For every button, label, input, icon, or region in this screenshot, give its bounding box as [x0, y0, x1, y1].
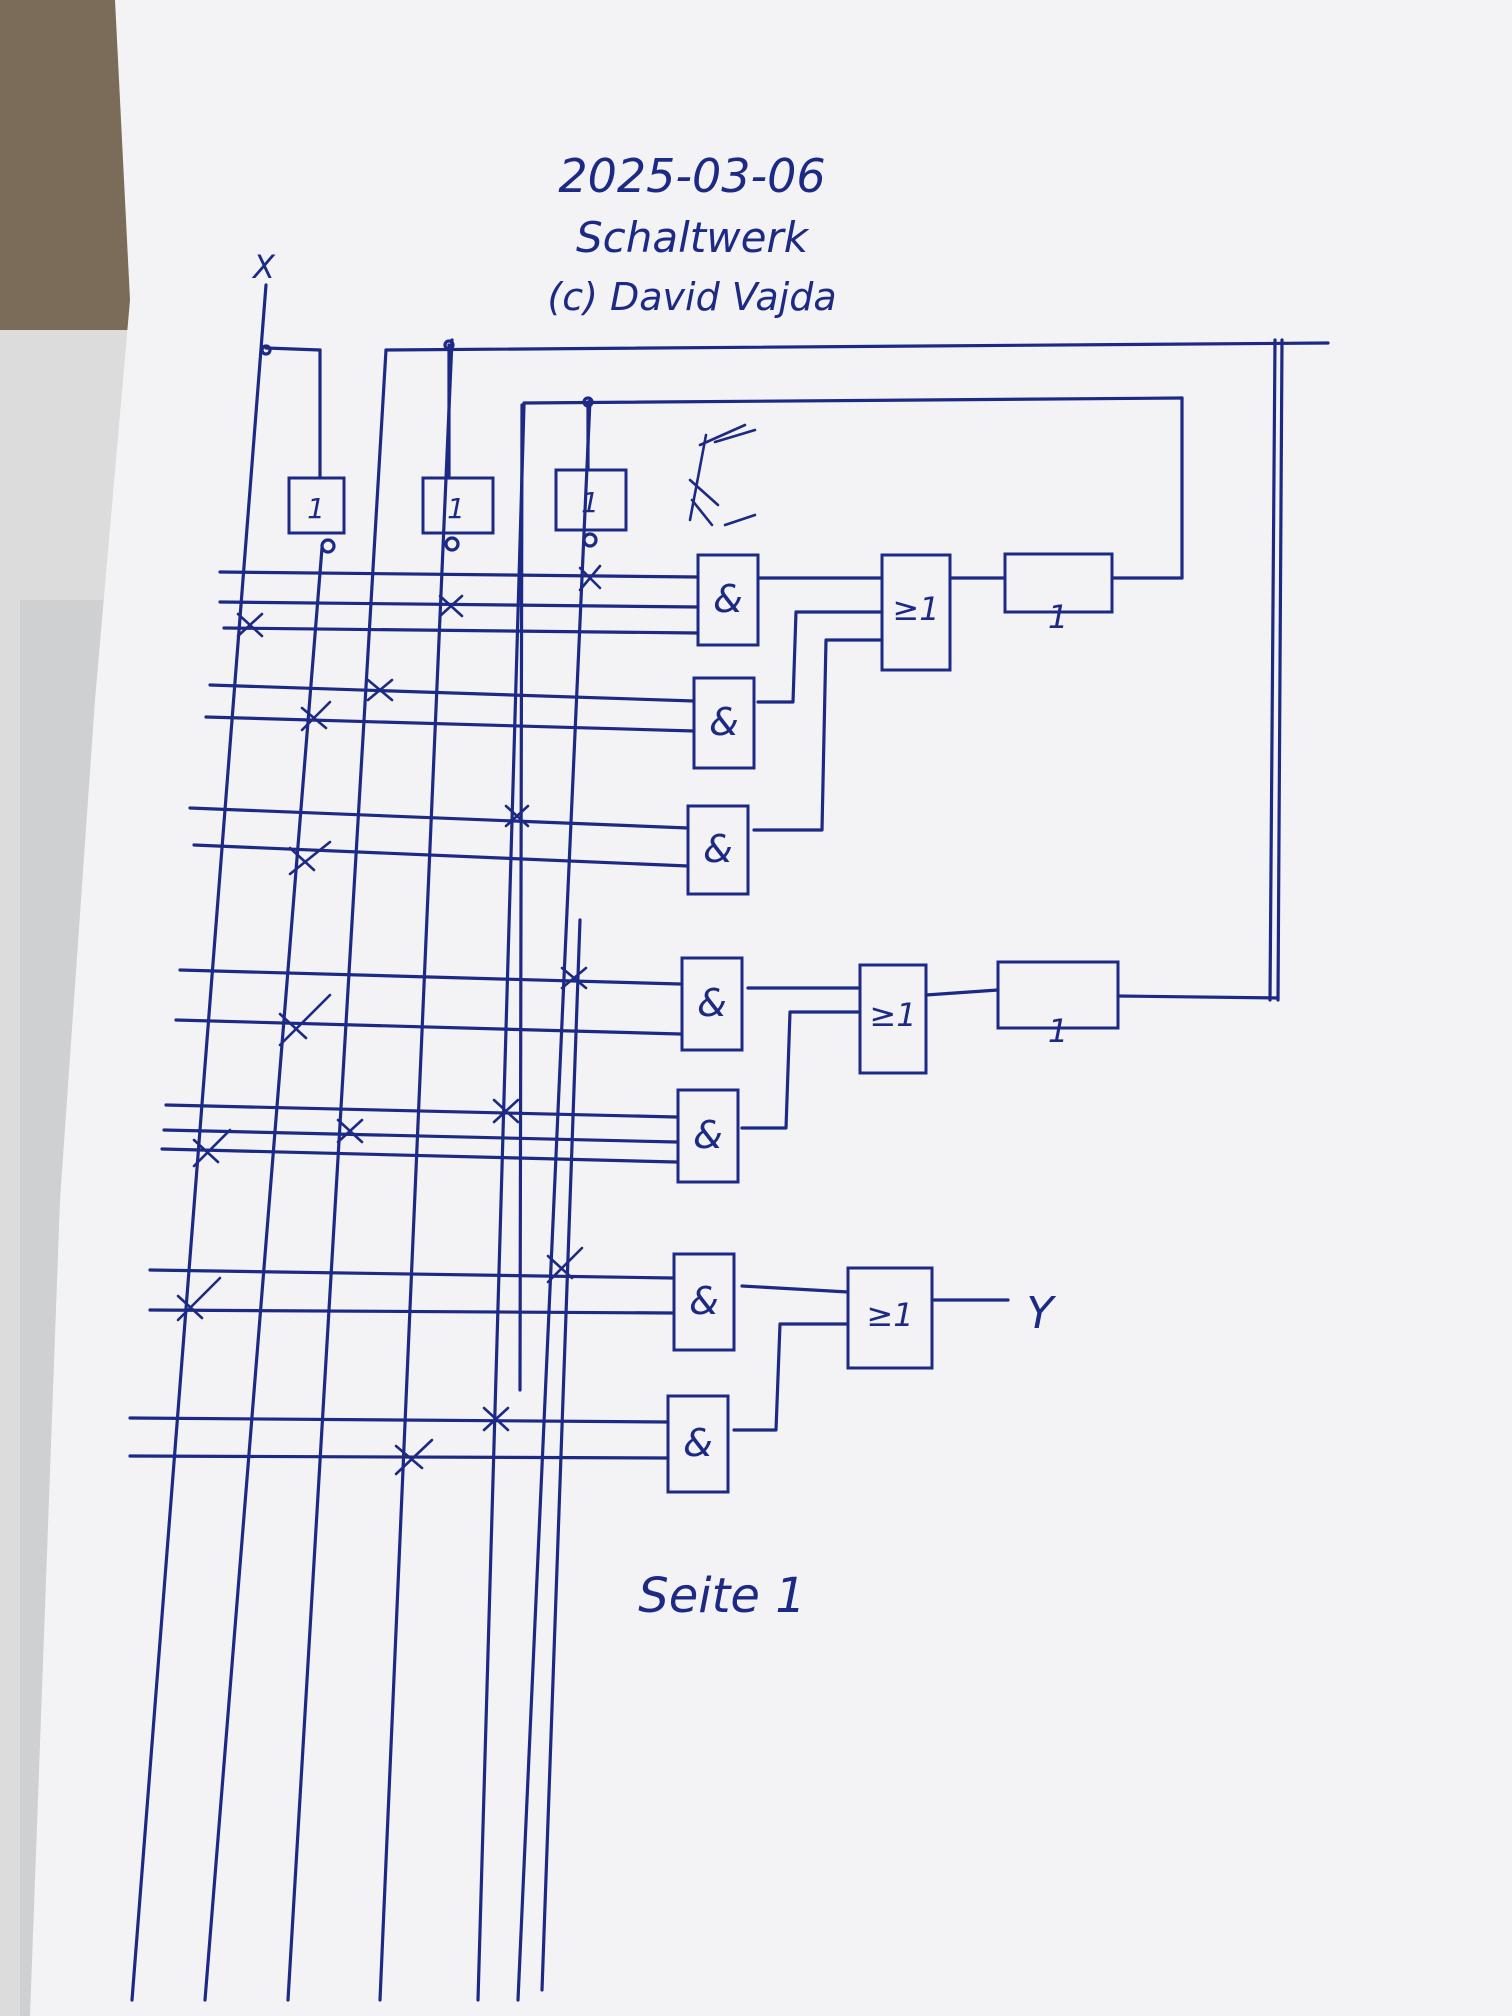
or-gate-2: ≥1: [858, 963, 928, 1075]
svg-text:1: 1: [1048, 598, 1068, 636]
and-gate-1: &: [696, 553, 760, 647]
page-number: Seite 1: [638, 1568, 805, 1624]
hatch-mark: [688, 423, 757, 527]
or-gate-3: ≥1: [846, 1266, 934, 1370]
svg-text:1: 1: [307, 492, 325, 525]
and-gate-3: &: [686, 804, 750, 896]
svg-text:1: 1: [581, 486, 599, 519]
or-gate-1: ≥1: [880, 553, 952, 672]
and-gate-7: &: [666, 1394, 730, 1494]
not-gate-2: 1: [421, 476, 495, 552]
svg-text:≥1: ≥1: [869, 996, 916, 1034]
or-ff-wires: [924, 576, 1280, 1302]
svg-text:≥1: ≥1: [866, 1296, 913, 1334]
svg-text:1: 1: [447, 492, 465, 525]
header-date: 2025-03-06: [558, 149, 825, 203]
header-title: Schaltwerk: [576, 213, 810, 262]
svg-text:1: 1: [1048, 1012, 1068, 1050]
not-gate-3: 1: [554, 468, 628, 548]
svg-text:&: &: [689, 1279, 719, 1323]
input-x-label: X: [251, 248, 276, 286]
and-gate-6: &: [672, 1252, 736, 1352]
flipflop-2: 1: [996, 960, 1120, 1050]
svg-text:&: &: [697, 981, 727, 1025]
and-gate-2: &: [692, 676, 756, 770]
not-gate-1: 1: [287, 476, 346, 554]
svg-text:&: &: [709, 700, 739, 744]
and-or-wires: [732, 576, 884, 1432]
svg-text:≥1: ≥1: [892, 590, 939, 628]
and-gate-5: &: [676, 1088, 740, 1184]
and-input-lines: [128, 570, 700, 1460]
svg-text:&: &: [683, 1421, 713, 1465]
header-author: (c) David Vajda: [547, 275, 836, 319]
svg-text:&: &: [713, 577, 743, 621]
flipflop-1: 1: [1003, 552, 1114, 636]
circuit-wires: [130, 283, 1330, 2002]
svg-text:&: &: [693, 1113, 723, 1157]
svg-text:&: &: [703, 827, 733, 871]
connection-crosses: [176, 564, 602, 1476]
and-gate-4: &: [680, 956, 744, 1052]
output-y-label: Y: [1027, 1288, 1057, 1339]
